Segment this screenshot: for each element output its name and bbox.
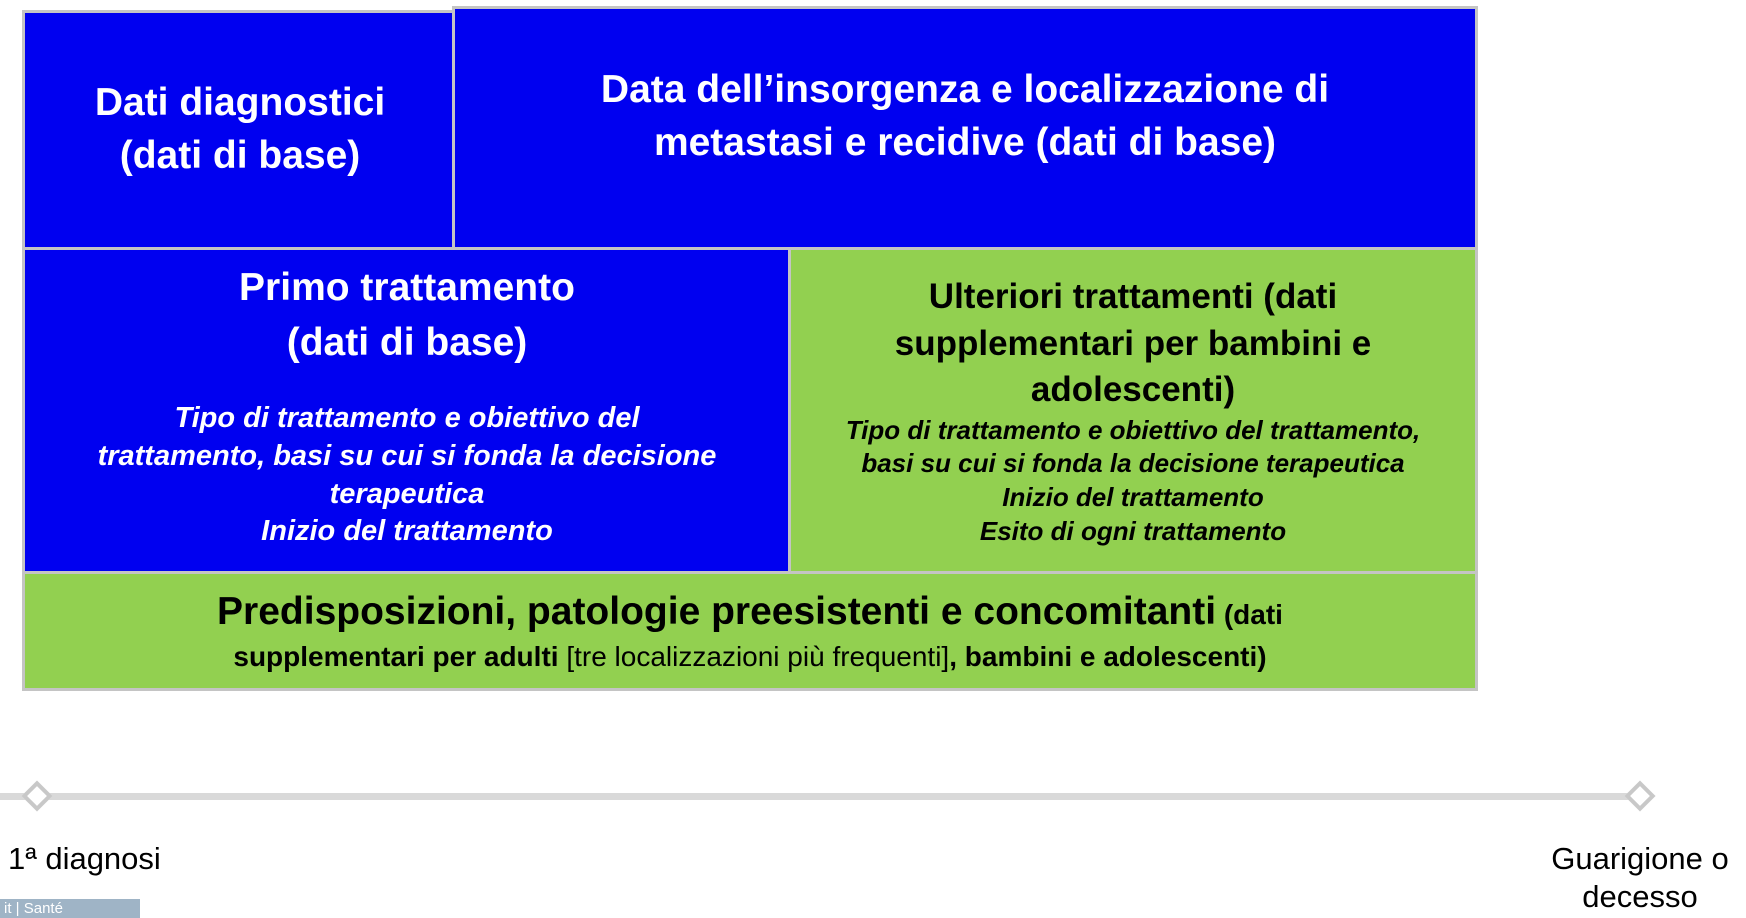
further-treatments-detail-1: Tipo di trattamento e obiettivo del trat… [845, 414, 1421, 445]
logo: it | Santé [0, 899, 140, 918]
first-treatment-detail-3: terapeutica [329, 477, 485, 510]
first-treatment-box: Primo trattamento (dati di base) Tipo di… [22, 247, 792, 574]
further-treatments-title-1: Ulteriori trattamenti (dati [928, 277, 1338, 316]
further-treatments-title-2: supplementari per bambini e [894, 323, 1372, 363]
first-treatment-detail-2: trattamento, basi su cui si fonda la dec… [97, 439, 717, 472]
further-treatments-detail-2: basi su cui si fonda la decisione terape… [861, 448, 1405, 479]
predispositions-localizations: [tre localizzazioni più frequenti] [558, 641, 950, 673]
first-treatment-title: Primo trattamento [239, 266, 575, 309]
first-treatment-subtitle: (dati di base) [286, 320, 528, 364]
predispositions-children: , bambini e adolescenti) [949, 641, 1267, 673]
diagnostic-data-subtitle: (dati di base) [119, 134, 361, 177]
metastasis-data-subtitle: metastasi e recidive (dati di base) [653, 121, 1277, 164]
first-treatment-detail-1: Tipo di trattamento e obiettivo del [174, 402, 640, 435]
first-treatment-detail-4: Inizio del trattamento [261, 515, 553, 548]
predispositions-title: Predisposizioni, patologie preesistenti … [217, 589, 1217, 633]
further-treatments-detail-4: Esito di ogni trattamento [979, 516, 1287, 547]
diagnostic-data-title: Dati diagnostici [94, 81, 386, 125]
timeline-end-label-line-2: decesso [1582, 878, 1698, 914]
further-treatments-box: Ulteriori trattamenti (dati supplementar… [788, 247, 1478, 574]
timeline-axis [0, 793, 1640, 800]
metastasis-data-box: Data dell’insorgenza e localizzazione di… [452, 6, 1478, 250]
further-treatments-title-3: adolescenti) [1030, 370, 1236, 410]
timeline-end-label-line-1: Guarigione o [1551, 841, 1729, 876]
predispositions-title-suffix: (dati [1216, 598, 1283, 630]
predispositions-title-line: Predisposizioni, patologie preesistenti … [217, 586, 1283, 639]
predispositions-box: Predisposizioni, patologie preesistenti … [22, 571, 1478, 691]
logo-text: it | Santé [4, 900, 63, 917]
timeline-start-label: 1ª diagnosi [8, 841, 161, 876]
diagnostic-data-box: Dati diagnostici (dati di base) [22, 10, 458, 250]
predispositions-adults: supplementari per adulti [233, 641, 559, 673]
timeline-end-marker [1624, 780, 1656, 812]
timeline-start-marker [21, 780, 53, 812]
predispositions-second-line: supplementari per adulti [tre localizzaz… [233, 638, 1266, 676]
metastasis-data-title: Data dell’insorgenza e localizzazione di [600, 68, 1330, 112]
timeline-end-label: Guarigione o decesso [1534, 840, 1746, 916]
further-treatments-detail-3: Inizio del trattamento [1002, 482, 1264, 513]
